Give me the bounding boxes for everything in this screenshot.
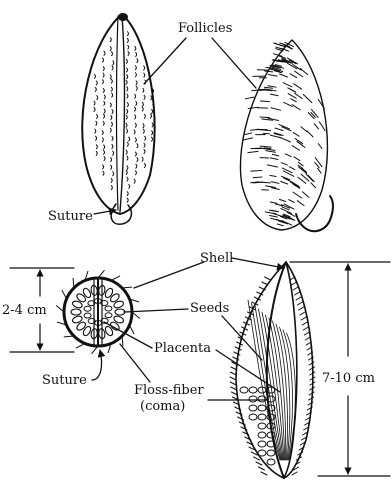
label-suture-bottom: Suture [42, 373, 87, 388]
label-shell: Shell [200, 251, 233, 266]
opened-follicle-drawing [230, 262, 315, 478]
follicle-spines [243, 42, 325, 225]
smooth-follicle-drawing [82, 13, 154, 224]
label-width-dimension: 2-4 cm [2, 303, 47, 318]
label-placenta: Placenta [154, 341, 211, 356]
label-follicles: Follicles [178, 21, 232, 36]
label-length-dimension: 7-10 cm [322, 371, 375, 386]
label-seeds: Seeds [190, 301, 229, 316]
label-suture-top: Suture [48, 209, 93, 224]
label-coma: (coma) [140, 399, 185, 414]
label-floss-fiber: Floss-fiber [134, 383, 204, 398]
spiny-follicle-drawing [240, 40, 332, 231]
